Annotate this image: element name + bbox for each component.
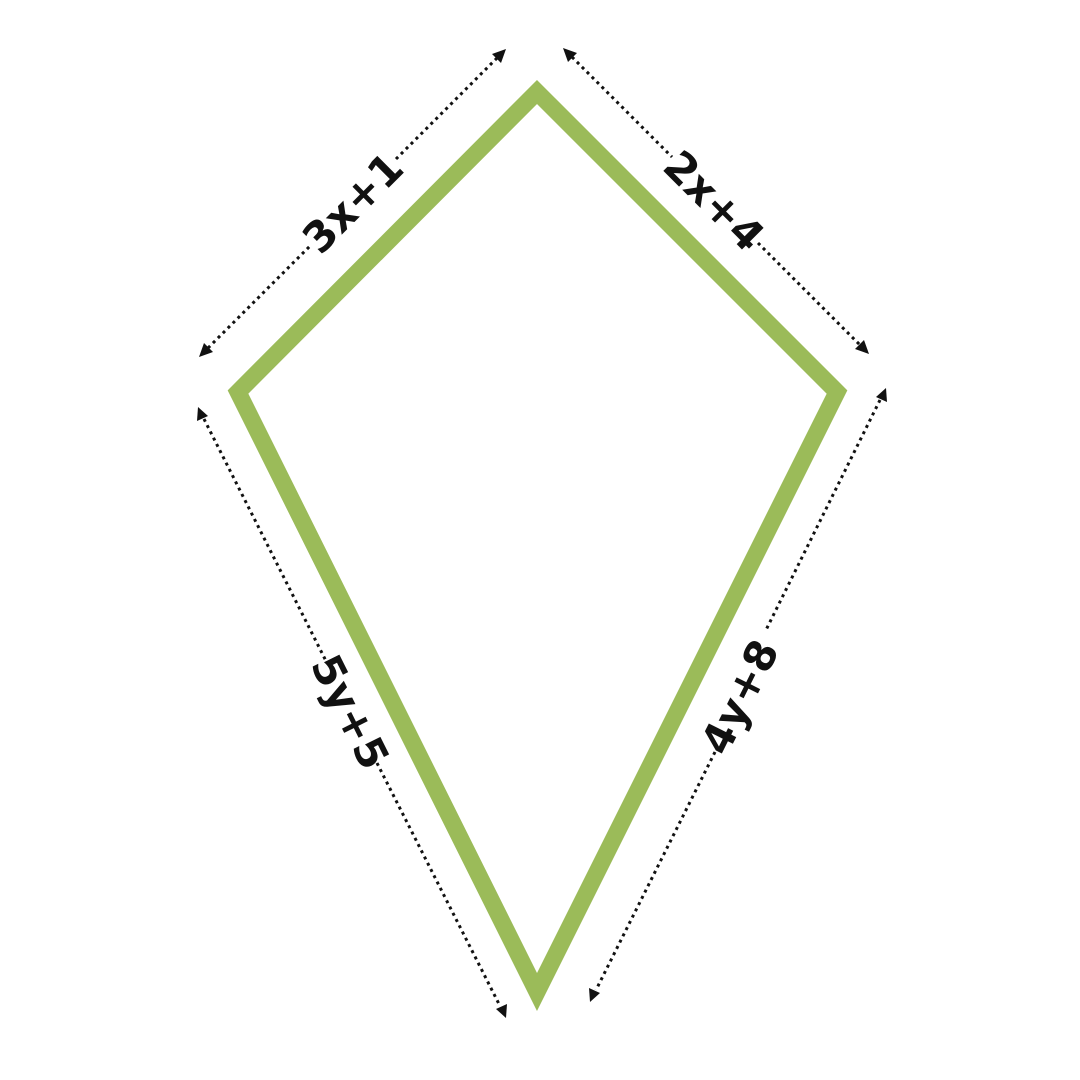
arrowhead-icon [589,988,600,1002]
arrowhead-icon [496,1004,507,1018]
dimension-upper-right: 2x+4 [563,48,869,354]
dimension-lower-left: 5y+5 [197,407,507,1018]
arrowhead-icon [563,48,577,62]
arrowhead-icon [197,407,208,421]
dimension-upper-left: 3x+1 [199,49,506,357]
arrowhead-icon [855,340,869,354]
arrowhead-icon [492,49,506,63]
side-label-upper-right: 2x+4 [654,141,774,261]
dimension-lower-right: 4y+8 [589,388,887,1002]
arrowhead-icon [199,343,213,357]
arrowhead-icon [876,388,887,402]
kite-outline [227,79,848,1012]
